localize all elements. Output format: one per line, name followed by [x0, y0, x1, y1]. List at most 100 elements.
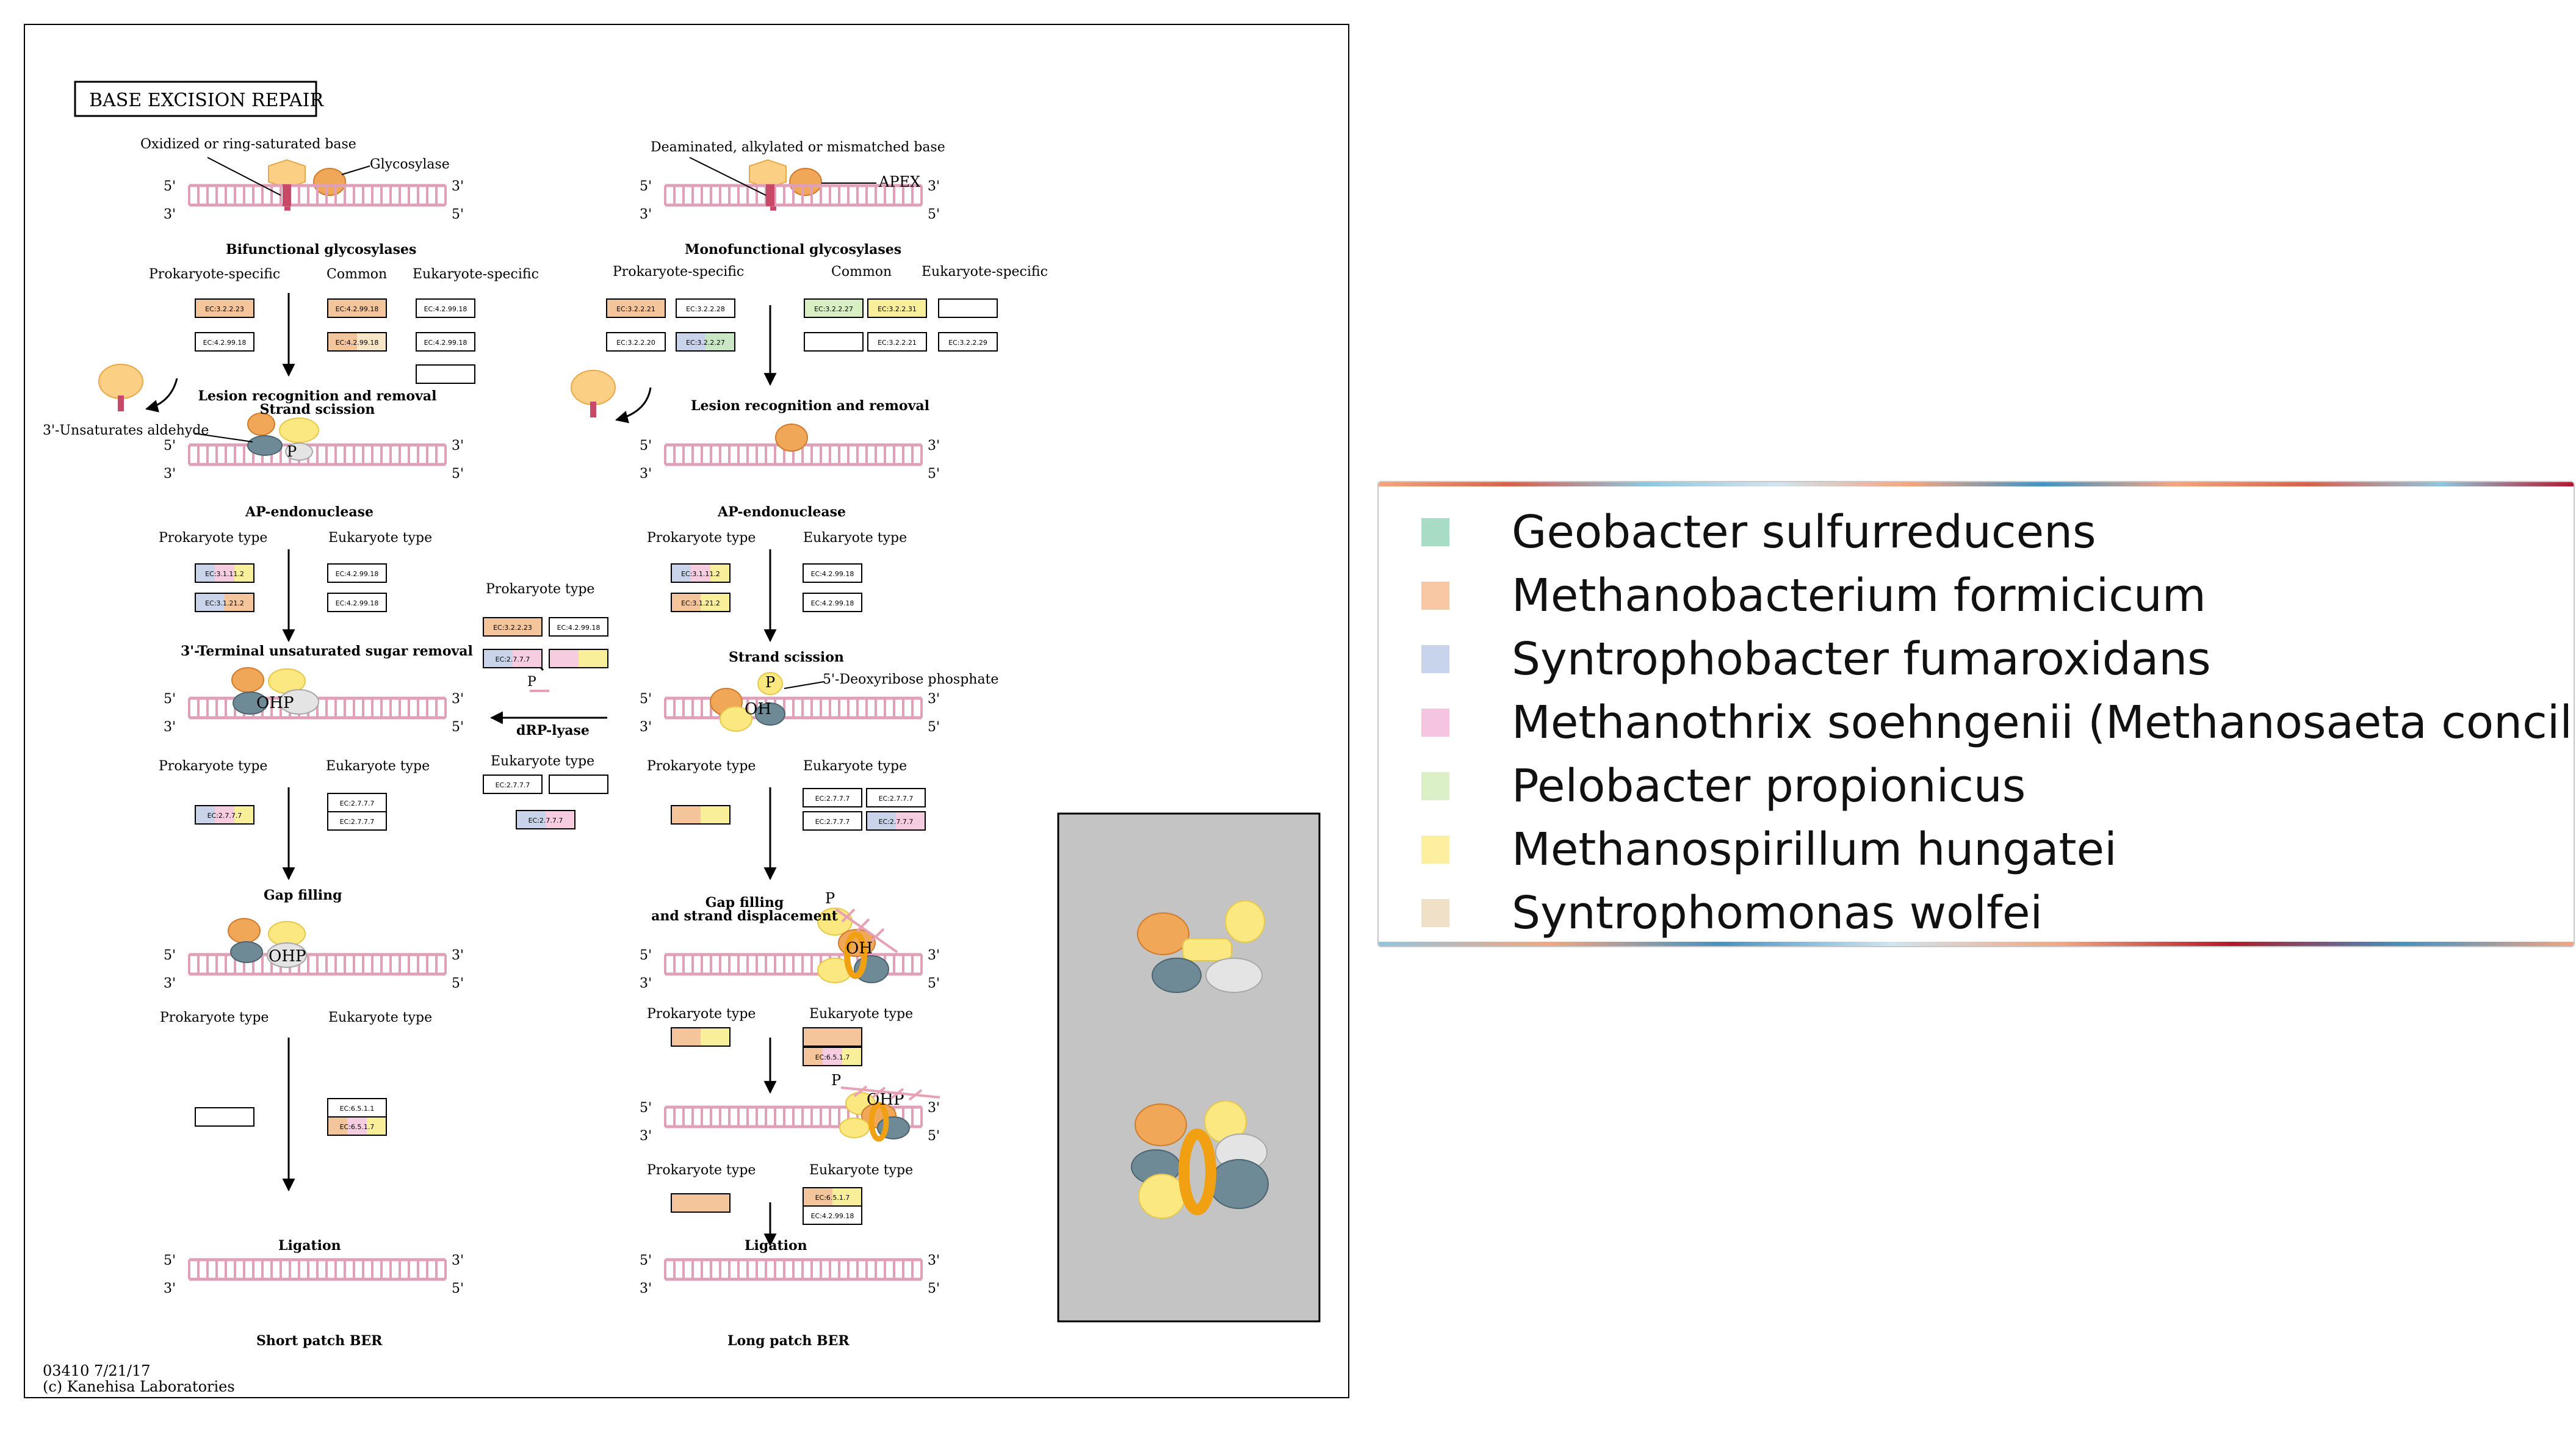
apex-glyph-right — [775, 424, 808, 452]
ec-box[interactable]: EC:4.2.99.18 — [416, 332, 475, 352]
legend-swatch — [1421, 645, 1449, 673]
ec-number: EC:2.7.7.7 — [340, 818, 375, 826]
ec-box[interactable]: EC:4.2.99.18 — [327, 332, 387, 352]
ec-box[interactable]: EC:3.1.11.2 — [195, 563, 254, 583]
label-prok-type-5: Prokaryote type — [160, 1010, 269, 1025]
ec-box[interactable]: EC:2.7.7.7 — [866, 788, 926, 807]
label-apex: APEX — [878, 173, 920, 190]
ec-box[interactable] — [671, 1193, 731, 1213]
strand-end-1-2: 3' — [164, 466, 176, 482]
ec-box[interactable] — [195, 1107, 254, 1127]
ec-box[interactable] — [671, 805, 731, 825]
ec-box[interactable]: EC:3.2.2.29 — [938, 332, 998, 352]
strand-end-8-0: 5' — [640, 948, 652, 963]
strand-end-2-0: 5' — [164, 692, 176, 707]
strand-end-4-3: 5' — [452, 1281, 464, 1296]
svg-text:P: P — [825, 890, 835, 907]
ec-box[interactable]: EC:3.2.2.23 — [195, 298, 254, 318]
short-patch-complex-glyph — [1137, 900, 1265, 993]
label-common-r: Common — [831, 264, 892, 280]
ec-box[interactable]: EC:3.2.2.27 — [676, 332, 735, 352]
ec-box[interactable]: EC:6.5.1.7 — [803, 1187, 862, 1207]
ec-box[interactable]: EC:2.7.7.7 — [866, 811, 926, 831]
legend-label: Geobacter sulfurreducens — [1512, 506, 2096, 558]
legend-label: Methanobacterium formicicum — [1512, 569, 2206, 622]
strand-end-1-1: 3' — [452, 438, 464, 453]
ec-box[interactable]: EC:3.2.2.31 — [867, 298, 927, 318]
ec-box[interactable]: EC:4.2.99.18 — [327, 563, 387, 583]
label-euk-type-7: Eukaryote type — [809, 1163, 913, 1178]
ec-box[interactable]: EC:3.1.21.2 — [195, 593, 254, 612]
label-unsat-aldehyde: 3'-Unsaturates aldehyde — [43, 423, 209, 438]
legend-label: Pelobacter propionicus — [1512, 760, 2026, 812]
ec-box[interactable] — [803, 1027, 862, 1047]
ec-number: EC:3.1.11.2 — [681, 570, 720, 578]
legend-item: Syntrophobacter fumaroxidans — [1421, 633, 2211, 685]
ec-box[interactable]: EC:4.2.99.18 — [803, 563, 862, 583]
strand-end-6-0: 5' — [640, 438, 652, 453]
ec-box[interactable]: EC:4.2.99.18 — [803, 593, 862, 612]
ec-box[interactable]: EC:3.2.2.27 — [804, 298, 864, 318]
ec-box[interactable]: EC:3.1.21.2 — [671, 593, 731, 612]
ec-number: EC:3.1.21.2 — [205, 599, 244, 607]
ec-box[interactable]: EC:4.2.99.18 — [803, 1205, 862, 1225]
ec-box[interactable]: EC:3.2.2.20 — [606, 332, 666, 352]
label-oxidized: Oxidized or ring-saturated base — [140, 137, 356, 152]
ec-box[interactable] — [671, 1027, 731, 1047]
ec-number: EC:4.2.99.18 — [336, 599, 379, 607]
ec-box[interactable]: EC:2.7.7.7 — [516, 810, 575, 829]
ec-box[interactable]: EC:2.7.7.7 — [483, 649, 543, 668]
strand-end-9-3: 5' — [928, 1128, 940, 1144]
strand-end-6-2: 3' — [640, 466, 652, 482]
label-gap-filling: Gap filling — [264, 887, 342, 903]
strand-end-10-0: 5' — [640, 1253, 652, 1268]
legend-label: Methanospirillum hungatei — [1512, 823, 2117, 876]
ec-box[interactable]: EC:2.7.7.7 — [195, 805, 254, 825]
strand-end-10-3: 5' — [928, 1281, 940, 1296]
ec-box[interactable]: EC:4.2.99.18 — [549, 617, 608, 637]
ec-box[interactable] — [938, 298, 998, 318]
ec-box[interactable]: EC:2.7.7.7 — [483, 775, 543, 794]
legend-swatch — [1421, 899, 1449, 927]
strand-end-7-1: 3' — [928, 692, 940, 707]
label-bifunctional: Bifunctional glycosylases — [226, 242, 416, 258]
strand-end-0-0: 5' — [164, 179, 176, 194]
ec-box[interactable]: EC:2.7.7.7 — [327, 811, 387, 831]
label-glycosylase: Glycosylase — [370, 157, 450, 172]
ec-box[interactable] — [416, 364, 475, 384]
ec-box[interactable]: EC:4.2.99.18 — [416, 298, 475, 318]
ec-box[interactable]: EC:3.1.11.2 — [671, 563, 731, 583]
ec-box[interactable] — [549, 775, 608, 794]
ec-number: EC:3.2.2.21 — [878, 339, 917, 347]
ec-box[interactable]: EC:3.2.2.21 — [867, 332, 927, 352]
legend-item: Pelobacter propionicus — [1421, 760, 2026, 812]
ec-box[interactable]: EC:2.7.7.7 — [803, 788, 862, 807]
strand-end-4-1: 3' — [452, 1253, 464, 1268]
pointer-deaminated — [689, 157, 767, 196]
ec-box[interactable]: EC:3.2.2.21 — [606, 298, 666, 318]
strand-end-7-3: 5' — [928, 720, 940, 735]
ec-box[interactable]: EC:3.2.2.23 — [483, 617, 543, 637]
ec-number: EC:4.2.99.18 — [557, 624, 601, 632]
ec-number: EC:3.2.2.27 — [686, 339, 725, 347]
ec-box[interactable] — [549, 649, 608, 668]
ec-box[interactable]: EC:6.5.1.7 — [803, 1047, 862, 1066]
ec-box[interactable]: EC:4.2.99.18 — [327, 298, 387, 318]
ec-box[interactable]: EC:6.5.1.7 — [327, 1116, 387, 1136]
ec-number: EC:6.5.1.7 — [815, 1053, 850, 1061]
strand-end-9-1: 3' — [928, 1100, 940, 1116]
strand-scission-complex-left: P — [193, 413, 319, 461]
strand-end-4-2: 3' — [164, 1281, 176, 1296]
label-prok-type-7: Prokaryote type — [647, 1163, 756, 1178]
terminal-complex: OHP — [231, 667, 319, 715]
ec-box[interactable] — [804, 332, 864, 352]
ec-number: EC:4.2.99.18 — [203, 339, 247, 347]
svg-text:OH: OH — [846, 939, 873, 958]
ec-box[interactable]: EC:4.2.99.18 — [327, 593, 387, 612]
ec-box[interactable]: EC:3.2.2.28 — [676, 298, 735, 318]
strand-scission-complex-right: OH P — [710, 672, 824, 732]
ec-box[interactable]: EC:2.7.7.7 — [803, 811, 862, 831]
ec-box[interactable]: EC:4.2.99.18 — [195, 332, 254, 352]
label-terminal-sugar: 3'-Terminal unsaturated sugar removal — [181, 643, 473, 659]
